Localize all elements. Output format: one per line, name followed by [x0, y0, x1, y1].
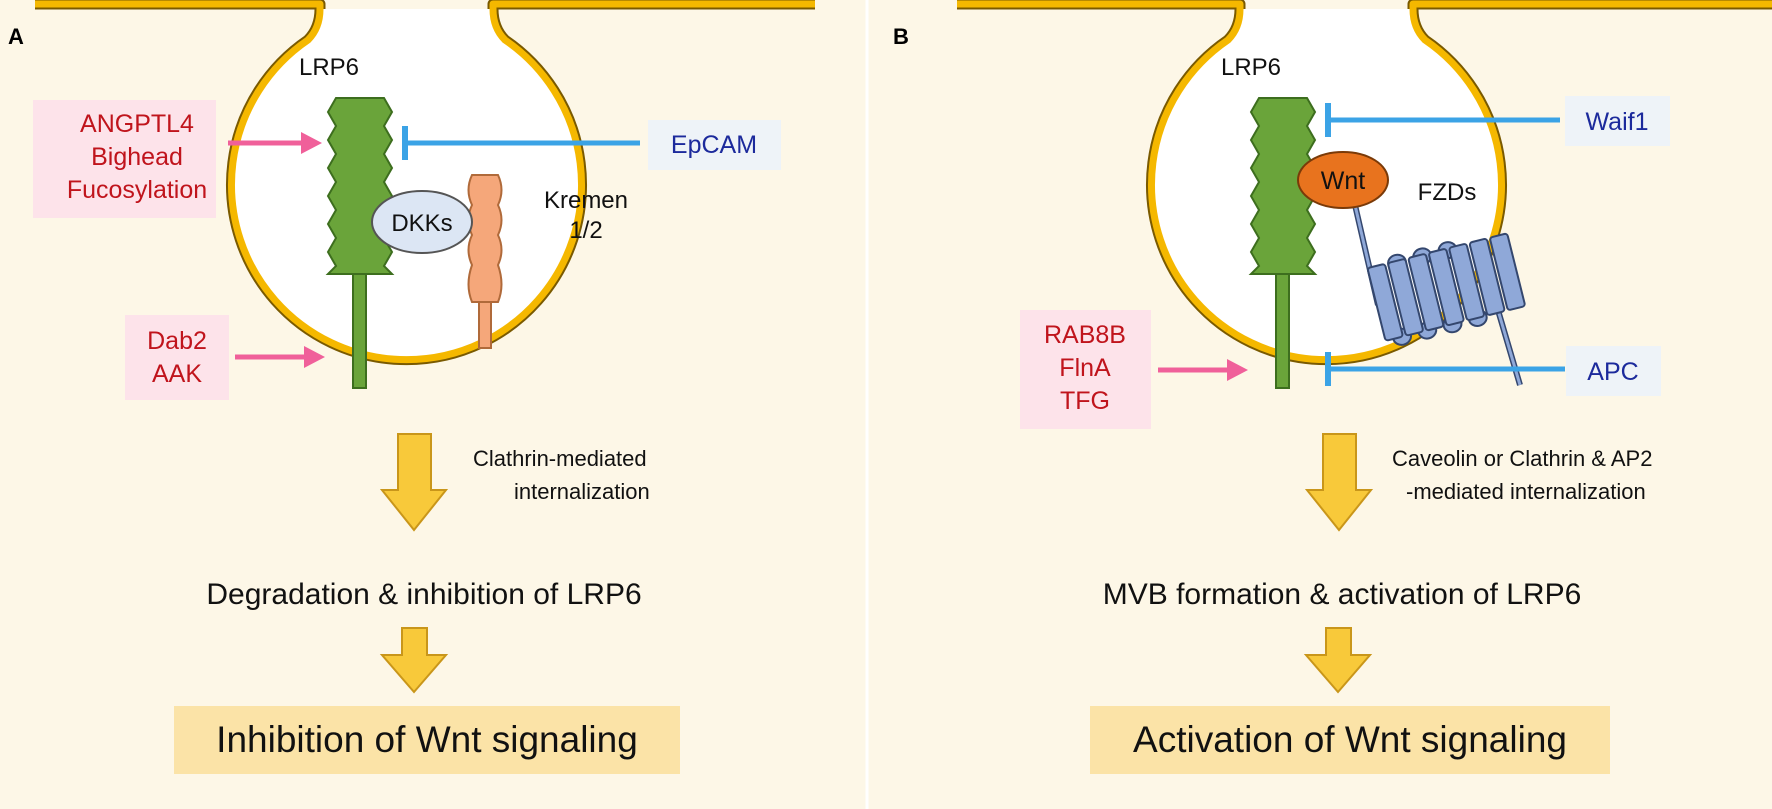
panel-b: B LRP6	[867, 0, 1772, 809]
kremen-receptor	[467, 174, 503, 349]
inhibition-bar-epcam	[402, 126, 640, 160]
inhibition-bar-waif1	[1325, 103, 1560, 137]
activator-tfg: TFG	[1060, 387, 1110, 415]
lrp6-label: LRP6	[299, 54, 359, 81]
inhibitor-box-waif1	[1565, 96, 1670, 146]
dkks-oval	[371, 190, 473, 254]
inhibitor-box-epcam	[648, 120, 781, 170]
outcome-text: Degradation & inhibition of LRP6	[206, 578, 641, 611]
activator-rab8b: RAB8B	[1044, 321, 1126, 349]
cell-membrane-inner	[35, 0, 815, 364]
activator-dab2: Dab2	[147, 327, 207, 355]
activator-flna: FlnA	[1059, 354, 1111, 382]
kremen-label-line2: 1/2	[569, 217, 602, 244]
activator-box	[1020, 310, 1151, 429]
panel-letter: B	[893, 24, 909, 49]
activation-arrow	[1158, 359, 1248, 381]
down-arrow-internalization	[379, 433, 449, 532]
activator-aak: AAK	[152, 360, 202, 388]
panel-a: A LRP6 DKKs Kremen 1/2 ANGPTL4 Bighead F…	[0, 0, 867, 809]
kremen-label-line1: Kremen	[544, 187, 628, 214]
internalization-line2: -mediated internalization	[1406, 479, 1646, 504]
dkks-label: DKKs	[391, 210, 452, 237]
fzd-receptor	[1352, 204, 1526, 386]
lrp6-receptor	[1248, 97, 1318, 389]
activator-angptl4: ANGPTL4	[80, 110, 194, 138]
activation-arrow-bottom	[235, 346, 325, 368]
down-arrow-outcome	[1303, 627, 1373, 694]
fzds-label: FZDs	[1418, 179, 1477, 206]
activation-arrow-top	[228, 132, 322, 154]
wnt-oval	[1297, 151, 1389, 209]
down-arrow-outcome	[379, 627, 449, 694]
final-box	[1090, 706, 1610, 774]
final-text: Inhibition of Wnt signaling	[216, 719, 638, 760]
activator-fucosylation: Fucosylation	[67, 176, 207, 204]
activator-box-bottom	[125, 315, 229, 400]
lrp6-label: LRP6	[1221, 54, 1281, 81]
internalization-line2: internalization	[514, 479, 650, 504]
inhibitor-epcam: EpCAM	[671, 131, 757, 159]
inhibitor-apc: APC	[1587, 358, 1638, 386]
down-arrow-internalization	[1304, 433, 1374, 532]
inhibition-bar-apc	[1325, 352, 1565, 386]
activator-bighead: Bighead	[91, 143, 183, 171]
panel-letter: A	[8, 24, 24, 49]
final-box	[174, 706, 680, 774]
wnt-label: Wnt	[1321, 167, 1366, 195]
internalization-line1: Clathrin-mediated	[473, 446, 647, 471]
final-text: Activation of Wnt signaling	[1133, 719, 1567, 760]
activator-box-top	[33, 100, 216, 218]
inhibitor-box-apc	[1566, 346, 1661, 396]
internalization-line1: Caveolin or Clathrin & AP2	[1392, 446, 1652, 471]
inhibitor-waif1: Waif1	[1586, 108, 1649, 136]
outcome-text: MVB formation & activation of LRP6	[1103, 578, 1582, 611]
